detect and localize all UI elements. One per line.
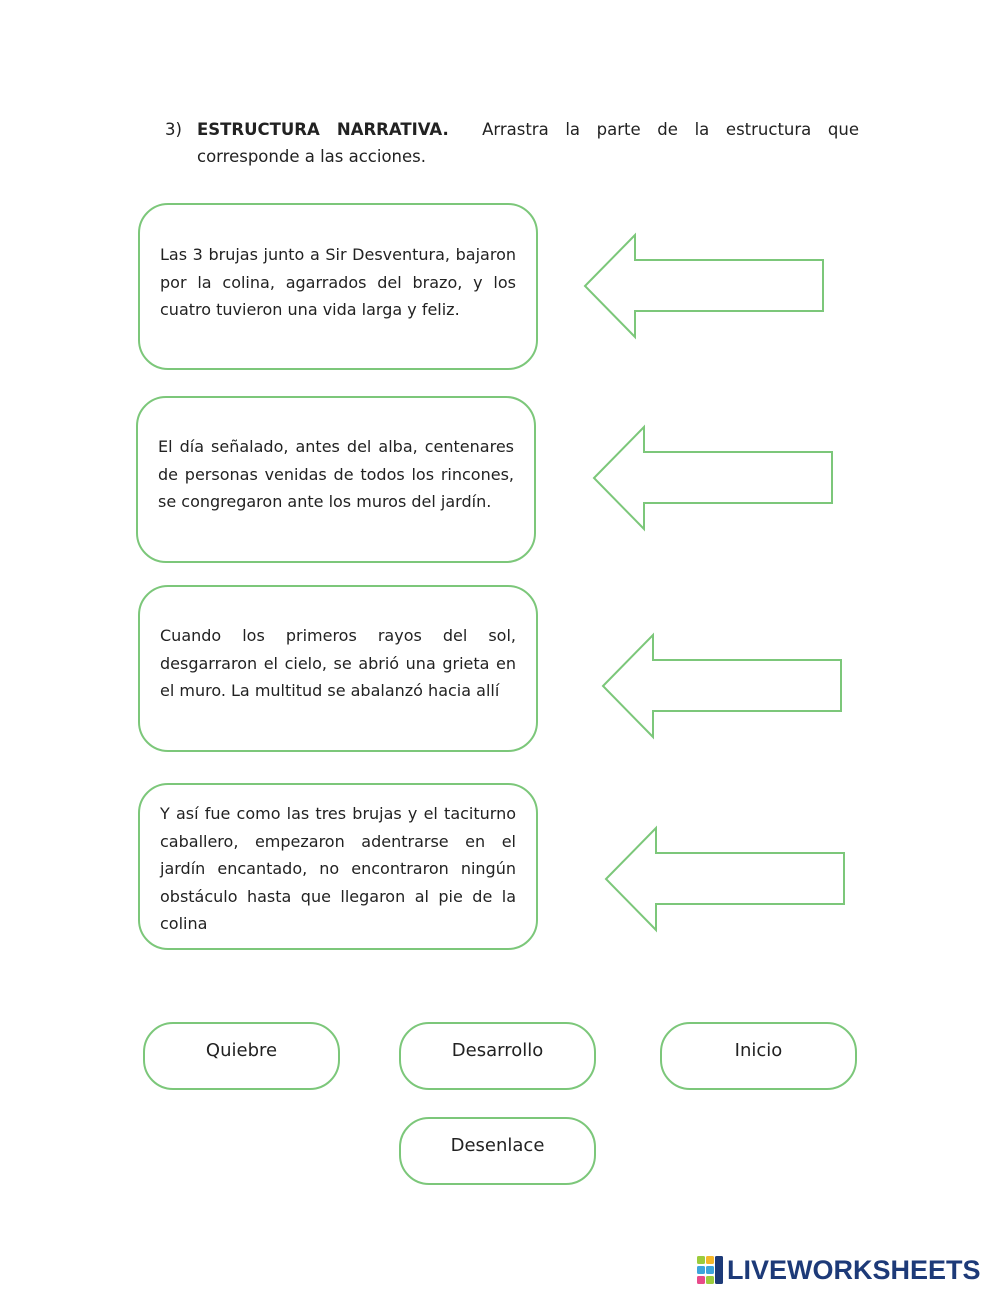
drop-arrow-1[interactable] xyxy=(583,232,835,344)
arrow-left-icon xyxy=(601,632,842,740)
instruction-body: Arrastra la parte de la estructura que c… xyxy=(197,120,859,166)
logo-blocks-icon xyxy=(697,1256,723,1284)
option-label: Inicio xyxy=(734,1040,783,1061)
story-text: Y así fue como las tres brujas y el taci… xyxy=(160,804,516,933)
option-label: Quiebre xyxy=(205,1040,278,1061)
drop-arrow-2[interactable] xyxy=(592,424,844,536)
story-box-1: Las 3 brujas junto a Sir Desventura, baj… xyxy=(138,203,538,370)
liveworksheets-logo: LIVEWORKSHEETS xyxy=(697,1253,981,1287)
drop-arrow-4[interactable] xyxy=(604,825,856,937)
logo-text: LIVEWORKSHEETS xyxy=(727,1254,981,1285)
drop-arrow-3[interactable] xyxy=(601,632,853,744)
option-desarrollo[interactable]: Desarrollo xyxy=(399,1022,596,1090)
story-text: Las 3 brujas junto a Sir Desventura, baj… xyxy=(160,245,516,319)
instruction-text: ESTRUCTURA NARRATIVA. Arrastra la parte … xyxy=(197,116,859,170)
question-number: 3) xyxy=(165,120,182,139)
option-label: Desenlace xyxy=(450,1135,545,1156)
option-label: Desarrollo xyxy=(451,1040,544,1061)
option-quiebre[interactable]: Quiebre xyxy=(143,1022,340,1090)
arrow-left-icon xyxy=(583,232,824,340)
story-text: El día señalado, antes del alba, centena… xyxy=(158,437,514,511)
instruction-title: ESTRUCTURA NARRATIVA. xyxy=(197,120,449,139)
arrow-left-icon xyxy=(604,825,845,933)
story-box-4: Y así fue como las tres brujas y el taci… xyxy=(138,783,538,950)
instruction: 3) ESTRUCTURA NARRATIVA. Arrastra la par… xyxy=(165,116,859,170)
option-inicio[interactable]: Inicio xyxy=(660,1022,857,1090)
story-text: Cuando los primeros rayos del sol, desga… xyxy=(160,626,516,700)
story-box-3: Cuando los primeros rayos del sol, desga… xyxy=(138,585,538,752)
arrow-left-icon xyxy=(592,424,833,532)
story-box-2: El día señalado, antes del alba, centena… xyxy=(136,396,536,563)
option-desenlace[interactable]: Desenlace xyxy=(399,1117,596,1185)
